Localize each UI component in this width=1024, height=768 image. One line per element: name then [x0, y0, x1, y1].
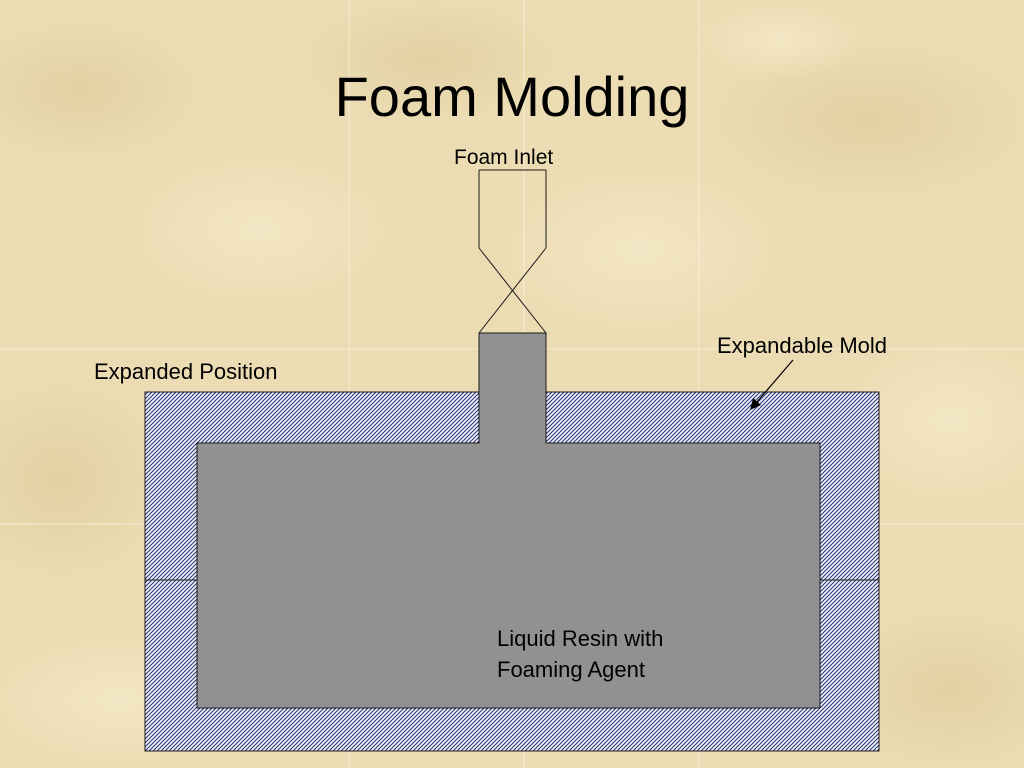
expanded-position-label: Expanded Position: [94, 359, 278, 384]
expandable-mold-label: Expandable Mold: [717, 333, 888, 358]
foam-inlet-label: Foam Inlet: [454, 146, 554, 169]
resin-label-line-2: Foaming Agent: [497, 657, 645, 682]
mold-pointer-arrow: [750, 359, 794, 410]
slide-title: Foam Molding: [334, 65, 690, 128]
foam-inlet-nozzle: [478, 169, 547, 334]
resin-label-line-1: Liquid Resin with: [497, 626, 664, 651]
resin-cavity: [196, 332, 821, 709]
resin-label: Liquid Resin with Foaming Agent: [497, 623, 663, 685]
